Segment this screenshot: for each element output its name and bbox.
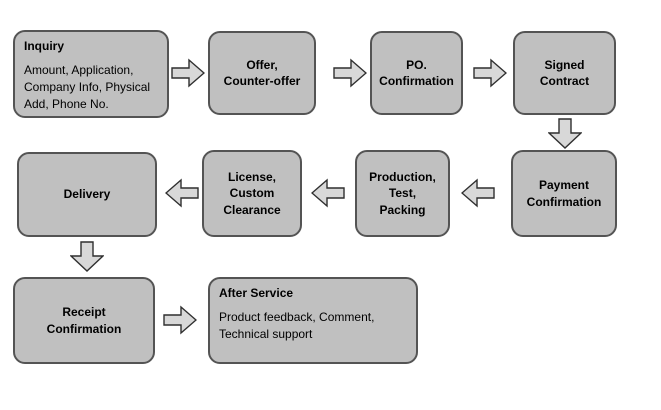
node-payment-confirmation-label: Payment Confirmation — [526, 178, 602, 209]
arrow-right-icon — [473, 58, 507, 88]
node-delivery-label: Delivery — [63, 187, 111, 202]
node-signed-contract: Signed Contract — [513, 31, 616, 115]
node-after-service-body: Product feedback, Comment, Technical sup… — [219, 310, 375, 341]
node-po-confirmation: PO. Confirmation — [370, 31, 463, 115]
node-offer: Offer, Counter-offer — [208, 31, 316, 115]
node-po-confirmation-label: PO. Confirmation — [379, 57, 454, 88]
node-after-service-title: After Service — [219, 286, 294, 300]
arrow-down-icon — [70, 241, 104, 272]
arrow-left-icon — [311, 178, 345, 208]
node-after-service: After Service Product feedback, Comment,… — [208, 277, 418, 364]
node-delivery: Delivery — [17, 152, 157, 237]
node-inquiry-title: Inquiry — [24, 39, 65, 53]
node-offer-label: Offer, Counter-offer — [223, 57, 301, 88]
node-inquiry-body: Amount, Application, Company Info, Physi… — [24, 63, 151, 111]
arrow-left-icon — [165, 178, 199, 208]
arrow-right-icon — [171, 58, 205, 88]
node-license: License, Custom Clearance — [202, 150, 302, 237]
node-production-label: Production, Test, Packing — [369, 170, 436, 217]
node-production: Production, Test, Packing — [355, 150, 450, 237]
arrow-left-icon — [461, 178, 495, 208]
arrow-right-icon — [333, 58, 367, 88]
arrow-down-icon — [548, 118, 582, 149]
node-license-label: License, Custom Clearance — [223, 170, 281, 217]
node-inquiry: Inquiry Amount, Application, Company Inf… — [13, 30, 169, 118]
arrow-right-icon — [163, 305, 197, 335]
node-receipt-confirmation-label: Receipt Confirmation — [46, 305, 122, 336]
node-receipt-confirmation: Receipt Confirmation — [13, 277, 155, 364]
node-signed-contract-label: Signed Contract — [539, 57, 590, 88]
node-payment-confirmation: Payment Confirmation — [511, 150, 617, 237]
